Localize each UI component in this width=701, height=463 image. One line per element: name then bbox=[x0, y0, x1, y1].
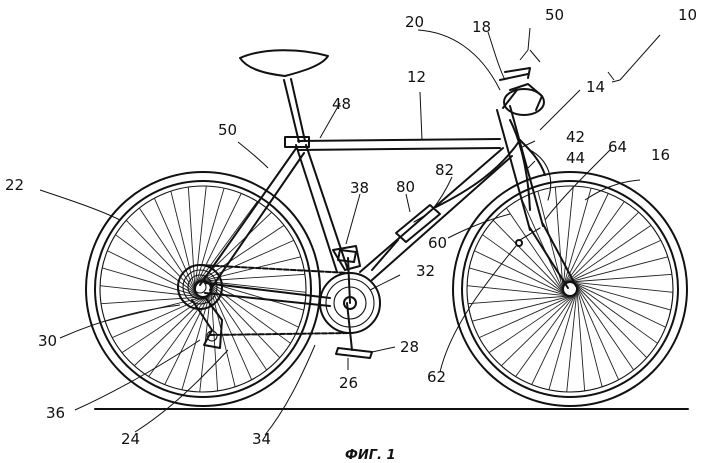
label-62: 62 bbox=[427, 368, 446, 386]
spoke bbox=[567, 290, 577, 392]
spoke bbox=[154, 198, 195, 292]
spoke bbox=[200, 240, 294, 281]
label-80: 80 bbox=[396, 178, 415, 196]
label-32: 32 bbox=[416, 262, 435, 280]
label-38: 38 bbox=[350, 179, 369, 197]
label-50-left: 50 bbox=[218, 121, 237, 139]
label-42: 42 bbox=[566, 128, 585, 146]
spoke bbox=[516, 293, 576, 376]
label-64: 64 bbox=[608, 138, 627, 156]
spoke bbox=[575, 285, 646, 358]
rear-wheel bbox=[86, 172, 320, 406]
rear-wheel-spokes bbox=[100, 186, 306, 392]
spoke bbox=[112, 297, 206, 338]
label-20: 20 bbox=[405, 13, 424, 31]
label-26: 26 bbox=[339, 374, 358, 392]
label-36: 36 bbox=[46, 404, 65, 422]
spoke bbox=[195, 186, 206, 288]
label-44: 44 bbox=[566, 149, 585, 167]
label-10: 10 bbox=[678, 6, 697, 24]
front-wheel bbox=[453, 172, 687, 406]
spoke bbox=[467, 286, 569, 296]
figure-caption: ФИГ. 1 bbox=[345, 448, 396, 463]
spoke bbox=[149, 294, 209, 376]
spoke bbox=[571, 282, 673, 292]
label-24: 24 bbox=[121, 430, 140, 448]
label-22: 22 bbox=[5, 176, 24, 194]
label-34: 34 bbox=[252, 430, 271, 448]
label-82: 82 bbox=[435, 161, 454, 179]
label-50-top: 50 bbox=[545, 6, 564, 24]
front-wheel-spokes bbox=[467, 186, 673, 392]
label-18: 18 bbox=[472, 18, 491, 36]
spoke bbox=[493, 220, 564, 293]
spoke bbox=[126, 220, 197, 294]
spoke bbox=[501, 294, 574, 365]
label-60: 60 bbox=[428, 234, 447, 252]
spoke bbox=[574, 284, 657, 344]
spoke bbox=[565, 201, 625, 284]
label-48: 48 bbox=[332, 95, 351, 113]
label-28: 28 bbox=[400, 338, 419, 356]
chainring-crank bbox=[320, 250, 380, 358]
spoke bbox=[204, 281, 306, 292]
label-12: 12 bbox=[407, 68, 426, 86]
spoke bbox=[100, 286, 202, 297]
label-30: 30 bbox=[38, 332, 57, 350]
spoke bbox=[115, 235, 197, 295]
spoke bbox=[566, 212, 639, 283]
label-16: 16 bbox=[651, 146, 670, 164]
label-14: 14 bbox=[586, 78, 605, 96]
